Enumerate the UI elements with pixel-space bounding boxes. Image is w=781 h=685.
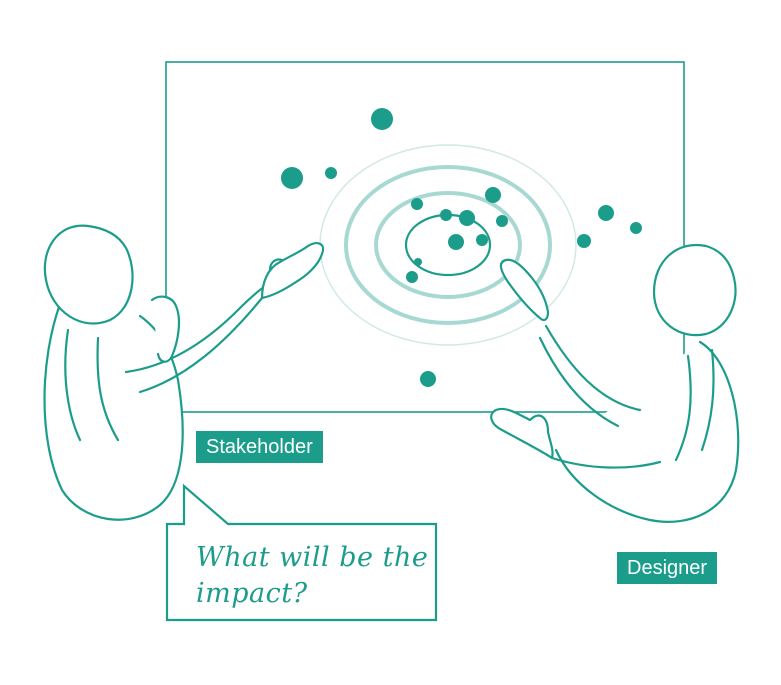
- designer-arm-lower: [538, 336, 620, 428]
- dot: [630, 222, 642, 234]
- stakeholder-body: [43, 302, 184, 521]
- designer-body-line: [700, 348, 715, 452]
- dot: [577, 234, 591, 248]
- stakeholder-label: Stakeholder: [196, 431, 323, 463]
- dot: [414, 258, 422, 266]
- dot: [485, 187, 501, 203]
- designer-arm-upper: [544, 324, 642, 412]
- designer-body: [554, 340, 740, 523]
- presentation-board: [165, 61, 685, 413]
- dot: [406, 271, 418, 283]
- dot: [440, 209, 452, 221]
- designer-label: Designer: [617, 552, 718, 584]
- target-ring-3: [344, 165, 552, 325]
- dot: [598, 205, 614, 221]
- dot: [476, 234, 488, 246]
- dot: [411, 198, 423, 210]
- stakeholder-other-hand: [150, 295, 181, 363]
- designer-lower-hand: [490, 407, 554, 460]
- designer-head: [652, 243, 737, 337]
- stakeholder-thumb: [268, 258, 284, 272]
- target-rings: [319, 144, 577, 346]
- dot: [496, 215, 508, 227]
- designer-lower-arm: [550, 456, 662, 469]
- dot: [371, 108, 393, 130]
- dot: [459, 210, 475, 226]
- target-ring-2: [374, 191, 522, 299]
- stakeholder-arm-lower: [138, 296, 264, 394]
- dot: [420, 371, 436, 387]
- stakeholder-neck-line: [64, 328, 82, 442]
- stakeholder-head: [43, 224, 134, 325]
- designer-figure: [490, 243, 740, 523]
- stakeholder-figure: [43, 224, 325, 521]
- dot: [281, 167, 303, 189]
- dot: [325, 167, 337, 179]
- dot: [448, 234, 464, 250]
- designer-pointing-hand: [499, 258, 550, 322]
- target-ring-inner: [404, 213, 492, 277]
- designer-body-line-2: [674, 354, 692, 462]
- speech-bubble-text: What will be the impact?: [196, 542, 429, 609]
- stakeholder-hand: [260, 242, 325, 300]
- speech-bubble: [165, 483, 438, 622]
- stakeholder-body-line: [96, 336, 120, 442]
- data-dots: [281, 108, 642, 387]
